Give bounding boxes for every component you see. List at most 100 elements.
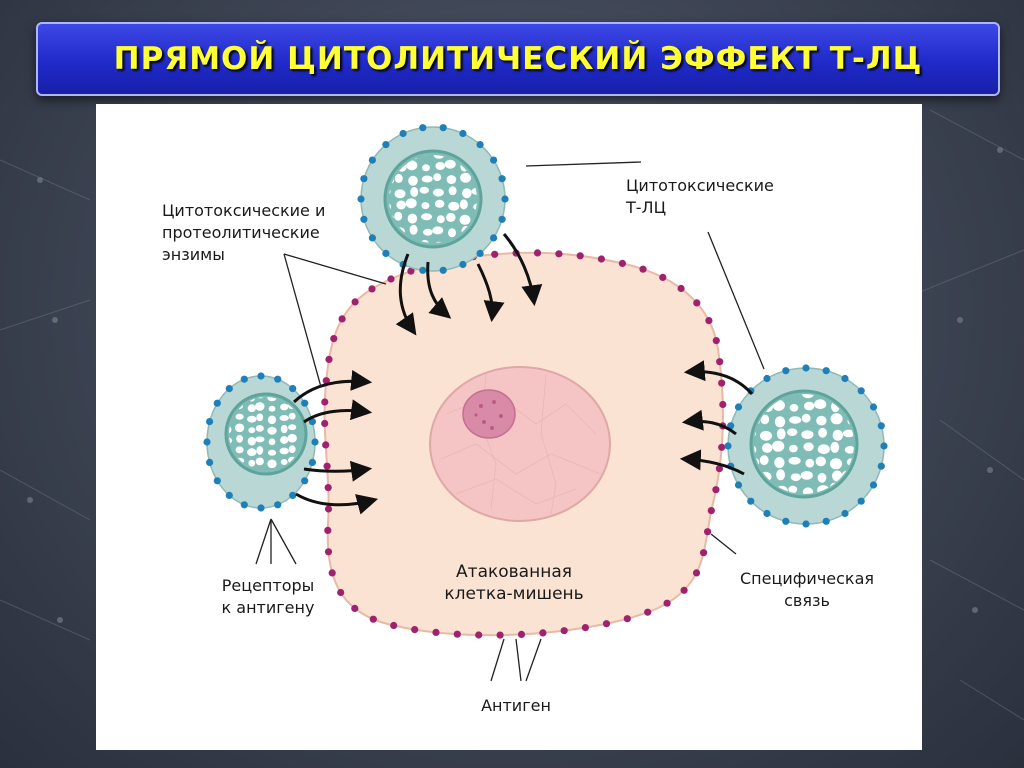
granule xyxy=(419,186,430,194)
receptor-dot xyxy=(822,367,830,375)
granule xyxy=(235,446,244,454)
granule xyxy=(421,175,433,183)
granule xyxy=(396,200,407,210)
nucleolus xyxy=(462,389,516,439)
label-tcells-line1: Цитотоксические xyxy=(626,176,774,195)
receptor-dot xyxy=(289,385,297,393)
label-specific-line2: связь xyxy=(784,591,830,610)
antigen-dot xyxy=(328,569,336,577)
receptor-dot xyxy=(257,504,265,512)
granule xyxy=(256,413,264,422)
granule xyxy=(280,459,288,465)
antigen-dot xyxy=(325,355,333,363)
granule xyxy=(460,172,472,183)
granule xyxy=(432,226,444,235)
t-cell-left xyxy=(203,372,319,512)
receptor-dot xyxy=(274,375,282,383)
granule xyxy=(405,198,417,209)
receptor-dot xyxy=(459,129,467,138)
granule xyxy=(236,434,244,443)
label-target-line1: Атакованная xyxy=(456,562,572,582)
granule xyxy=(804,401,815,411)
granule xyxy=(406,160,418,171)
receptor-dot xyxy=(213,477,221,485)
antigen-dot xyxy=(321,398,329,406)
receptor-dot xyxy=(763,509,771,518)
receptor-dot xyxy=(274,501,282,509)
label-enzymes-line1: Цитотоксические и xyxy=(162,201,326,220)
antigen-dot xyxy=(322,377,330,385)
antigen-dot xyxy=(639,265,647,273)
nucleolus-texture xyxy=(474,400,503,430)
granule xyxy=(805,458,815,468)
label-enzymes: Цитотоксические и протеолитические энзим… xyxy=(162,200,325,266)
receptor-dot xyxy=(782,367,790,375)
receptor-dot xyxy=(734,403,743,411)
granule xyxy=(410,187,419,197)
receptor-dot xyxy=(225,385,233,393)
granule xyxy=(267,426,277,435)
receptor-dot xyxy=(439,266,447,274)
granule xyxy=(288,445,296,454)
antigen-dot xyxy=(716,358,724,366)
antigen-dot xyxy=(337,588,345,597)
receptor-dot xyxy=(419,266,427,274)
label-tcells-line2: Т-ЛЦ xyxy=(626,198,666,217)
receptor-dot xyxy=(368,156,376,164)
granule xyxy=(830,413,843,425)
antigen-dot xyxy=(677,284,685,293)
antigen-dot xyxy=(453,630,461,638)
antigen-dot xyxy=(707,507,715,515)
granule xyxy=(462,188,472,199)
granule xyxy=(423,228,433,236)
granule xyxy=(446,175,457,185)
granule xyxy=(842,429,854,438)
antigen-dot xyxy=(715,465,724,473)
granule xyxy=(394,173,403,183)
antigen-dot xyxy=(705,317,713,325)
receptor-dot xyxy=(257,372,265,380)
receptor-dot xyxy=(747,497,755,505)
granule xyxy=(433,173,442,182)
granule xyxy=(815,456,826,467)
receptor-dot xyxy=(360,215,368,223)
receptor-dot xyxy=(225,491,233,499)
granule xyxy=(801,413,811,423)
receptor-dot xyxy=(498,215,506,223)
receptor-dot xyxy=(240,375,248,383)
receptor-dot xyxy=(459,260,467,269)
granule xyxy=(408,175,418,186)
receptor-dot xyxy=(301,477,309,485)
label-enzymes-line3: энзимы xyxy=(162,245,225,264)
antigen-dot xyxy=(602,620,611,628)
receptor-dot xyxy=(203,438,211,446)
antigen-dot xyxy=(692,569,701,577)
antigen-dot xyxy=(581,624,589,632)
antigen-dot xyxy=(712,486,720,494)
granule xyxy=(788,457,801,465)
granule xyxy=(436,215,445,224)
antigen-dot xyxy=(597,255,605,263)
receptor-dot xyxy=(877,462,885,470)
granule xyxy=(394,211,403,221)
granule xyxy=(267,449,277,456)
receptor-dot xyxy=(763,374,771,383)
granule xyxy=(830,441,840,453)
receptor-dot xyxy=(841,374,849,383)
label-receptors-line1: Рецепторы xyxy=(221,576,315,595)
granule xyxy=(280,403,289,411)
antigen-dot xyxy=(718,379,726,387)
cytolysis-diagram xyxy=(203,124,888,682)
granule xyxy=(772,440,785,452)
receptor-dot xyxy=(360,175,368,183)
antigen-dot xyxy=(330,335,338,343)
granule xyxy=(247,448,257,457)
antigen-dot xyxy=(351,298,359,306)
granule xyxy=(829,458,843,470)
target-cell-nucleus xyxy=(429,366,611,522)
granule xyxy=(247,404,256,413)
receptor-dot xyxy=(802,364,810,372)
label-target-line2: клетка-мишень xyxy=(444,584,584,604)
antigen-dot xyxy=(693,299,701,307)
granule xyxy=(288,424,297,431)
